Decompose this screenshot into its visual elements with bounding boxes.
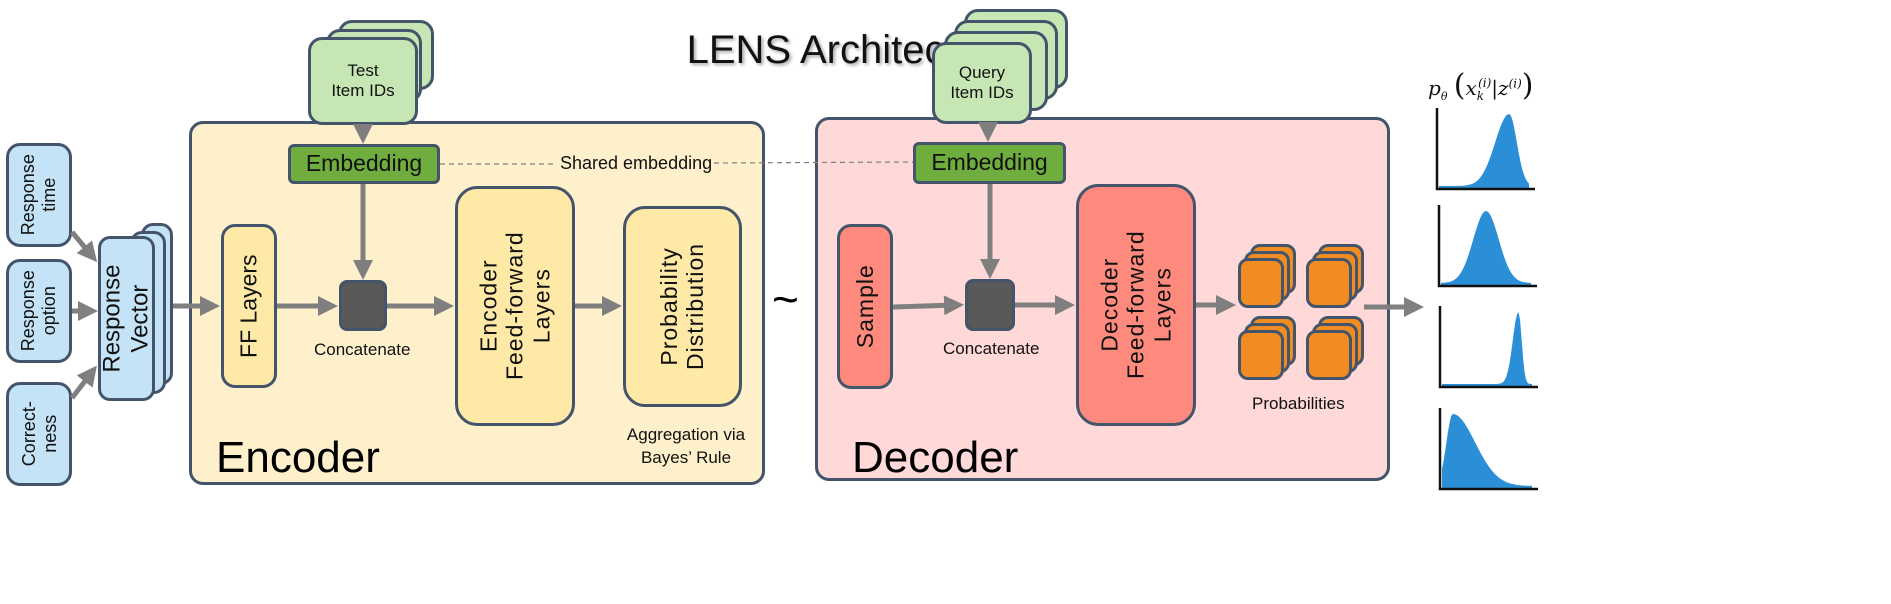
response-vector-box: Response Vector	[98, 236, 155, 401]
distribution-axes	[1437, 205, 1537, 288]
distribution-plot	[1437, 205, 1537, 288]
arrow-correctness-to-vector	[70, 365, 97, 400]
distribution-axes	[1435, 108, 1535, 191]
test-item-ids-box: Test Item IDs	[308, 37, 418, 125]
distribution-curve	[1442, 414, 1532, 488]
arrow-time-to-vector	[70, 230, 98, 263]
decoder-embedding-box: Embedding	[913, 142, 1066, 184]
encoder-embedding-box: Embedding	[288, 144, 440, 184]
decoder-feed-forward-label: Decoder Feed-forward Layers	[1096, 230, 1176, 380]
probability-distribution-label: Probability Distribution	[656, 242, 709, 371]
response-time-label: Response time	[18, 154, 59, 236]
shared-embedding-label: Shared embedding	[560, 153, 713, 173]
distribution-curve	[1441, 211, 1531, 285]
encoder-feed-forward-label: Encoder Feed-forward Layers	[475, 231, 555, 381]
correctness-box: Correct- ness	[6, 382, 72, 486]
ff-layers-label: FF Layers	[235, 254, 262, 358]
probability-block	[1306, 258, 1352, 308]
distribution-plot	[1438, 306, 1538, 389]
distribution-curve	[1442, 312, 1532, 386]
decoder-concatenate-node	[965, 279, 1015, 331]
test-item-ids-label: Test Item IDs	[331, 60, 395, 100]
distribution-curve	[1439, 114, 1529, 188]
sample-label: Sample	[851, 264, 878, 349]
sampling-tilde: ~	[772, 273, 799, 325]
encoder-concatenate-node	[339, 280, 387, 331]
encoder-feed-forward-box: Encoder Feed-forward Layers	[455, 186, 575, 426]
query-item-ids-label: Query Item IDs	[950, 62, 1014, 102]
correctness-label: Correct- ness	[18, 401, 60, 467]
ff-layers-box: FF Layers	[221, 224, 277, 388]
distribution-axes	[1438, 408, 1538, 491]
decoder-feed-forward-box: Decoder Feed-forward Layers	[1076, 184, 1196, 426]
query-item-ids-box: Query Item IDs	[932, 42, 1032, 124]
encoder-embedding-label: Embedding	[305, 150, 423, 177]
decoder-concatenate-label: Concatenate	[943, 339, 1040, 358]
distribution-plot	[1438, 408, 1538, 491]
output-formula: pθ (xk(i)|z(i))	[1428, 68, 1534, 103]
decoder-label: Decoder	[852, 433, 1019, 482]
response-option-box: Response option	[6, 259, 72, 363]
probability-block	[1238, 258, 1284, 308]
probability-distribution-box: Probability Distribution	[623, 206, 742, 407]
encoder-label: Encoder	[216, 433, 380, 482]
probability-block	[1306, 330, 1352, 380]
formula-text: pθ (xk(i)|z(i))	[1428, 68, 1534, 103]
probabilities-label: Probabilities	[1252, 394, 1345, 413]
sample-box: Sample	[837, 224, 893, 389]
aggregation-note: Aggregation via Bayes’ Rule	[626, 425, 746, 467]
probability-block	[1238, 330, 1284, 380]
response-time-box: Response time	[6, 143, 72, 247]
distribution-axes	[1438, 306, 1538, 389]
distribution-plot	[1435, 108, 1535, 191]
decoder-embedding-label: Embedding	[931, 149, 1048, 176]
encoder-concatenate-label: Concatenate	[314, 340, 411, 359]
response-vector-label: Response Vector	[98, 264, 154, 373]
response-option-label: Response option	[18, 270, 59, 352]
